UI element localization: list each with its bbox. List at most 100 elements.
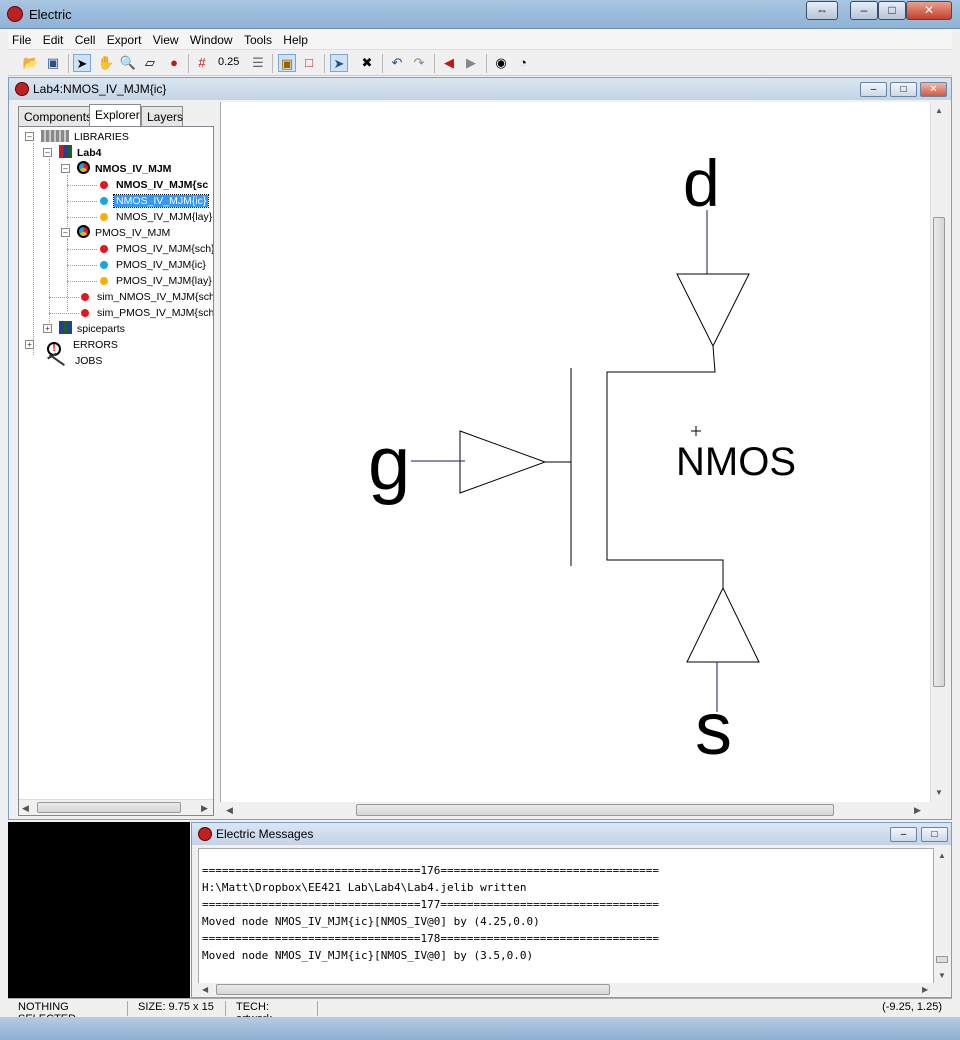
tab-components[interactable]: Components <box>18 106 92 126</box>
menu-cell[interactable]: Cell <box>74 33 96 47</box>
outline-mode-icon[interactable]: □ <box>305 55 313 70</box>
schematic-dot-icon <box>81 293 89 301</box>
tree-errors[interactable]: !ERRORS <box>47 337 118 356</box>
scroll-left-icon[interactable]: ◀ <box>226 805 233 815</box>
canvas-horizontal-scrollbar[interactable]: ◀ ▶ <box>220 802 930 818</box>
eye-closed-icon[interactable]: ◔ <box>519 55 527 70</box>
cell-maximize-button[interactable]: □ <box>890 82 917 97</box>
collapse-lab4[interactable]: – <box>43 148 52 157</box>
collapse-libraries[interactable]: – <box>25 132 34 141</box>
canvas-vertical-scrollbar[interactable]: ▲ ▼ <box>930 102 946 802</box>
scroll-right-icon[interactable]: ▶ <box>914 805 921 815</box>
expand-errors[interactable]: + <box>25 340 34 349</box>
tree-pmos-sch[interactable]: PMOS_IV_MJM{sch} <box>116 243 214 255</box>
tree-jobs[interactable]: JOBS <box>45 352 102 369</box>
toolbar: 📂 ▣ ➤ ✋ 🔍 ▱ ● # 0.25 ☰ ▣ □ ➤ ✖ ↶ ↷ ◀ ▶ ◉… <box>8 51 952 76</box>
message-line: H:\Matt\Dropbox\EE421 Lab\Lab4\Lab4.jeli… <box>202 881 527 894</box>
select-arrow-icon[interactable]: ➤ <box>73 54 91 72</box>
cell-window-titlebar: Lab4:NMOS_IV_MJM{ic} – □ ✕ <box>9 78 951 100</box>
tree-pmos-ic[interactable]: PMOS_IV_MJM{ic} <box>116 259 206 271</box>
messages-horizontal-scrollbar[interactable]: ◀ ▶ <box>198 983 934 997</box>
tree-lab4[interactable]: Lab4 <box>59 145 102 161</box>
status-coordinates: (-9.25, 1.25) <box>882 1001 942 1013</box>
tree-nmos-sch[interactable]: NMOS_IV_MJM{sc <box>116 179 209 191</box>
scroll-up-icon[interactable]: ▲ <box>935 106 943 115</box>
back-arrow-icon[interactable]: ◀ <box>444 55 454 70</box>
outline-edit-icon[interactable]: ▱ <box>145 55 155 70</box>
menu-window[interactable]: Window <box>189 33 233 47</box>
messages-vscroll-thumb[interactable] <box>936 956 948 963</box>
tree-nmos-group[interactable]: NMOS_IV_MJM <box>77 161 171 177</box>
minimize-button[interactable]: – <box>850 1 878 20</box>
schematic-canvas[interactable]: d g s NMOS ▲ ▼ <box>220 102 946 802</box>
canvas-vscroll-thumb[interactable] <box>933 217 945 687</box>
pan-hand-icon[interactable]: ✋ <box>97 55 115 70</box>
tab-explorer[interactable]: Explorer <box>89 104 141 126</box>
tree-nmos-ic[interactable]: NMOS_IV_MJM{ic} <box>112 194 210 208</box>
gate-label[interactable]: g <box>368 421 411 506</box>
messages-window: Electric Messages – □ ==================… <box>191 822 952 998</box>
expand-spiceparts[interactable]: + <box>43 324 52 333</box>
scroll-left-icon[interactable]: ◀ <box>202 985 209 994</box>
open-folder-icon[interactable]: 📂 <box>22 55 40 70</box>
grid-icon[interactable]: # <box>198 55 206 70</box>
scroll-down-icon[interactable]: ▼ <box>938 971 946 980</box>
maximize-button[interactable]: □ <box>878 1 906 20</box>
tree-horizontal-scrollbar[interactable]: ◀ ▶ <box>19 799 213 815</box>
messages-maximize-button[interactable]: □ <box>921 827 948 842</box>
restore-arrows-button[interactable]: ⇔ <box>806 1 838 20</box>
forward-arrow-icon[interactable]: ▶ <box>466 55 476 70</box>
channel-outline <box>606 345 724 588</box>
messages-text-area[interactable]: =================================176====… <box>198 848 934 985</box>
scroll-up-icon[interactable]: ▲ <box>938 851 946 860</box>
tree-pmos-group[interactable]: PMOS_IV_MJM <box>77 225 170 241</box>
close-button[interactable]: ✕ <box>906 1 952 20</box>
drain-arrow <box>676 273 750 348</box>
menu-view[interactable]: View <box>152 33 179 47</box>
toggle-tools-icon[interactable]: ✖ <box>361 55 373 70</box>
messages-hscroll-thumb[interactable] <box>216 984 610 995</box>
cell-minimize-button[interactable]: – <box>860 82 887 97</box>
eye-icon[interactable]: ◉ <box>495 55 507 70</box>
gate-arrow <box>459 430 547 494</box>
canvas-hscroll-thumb[interactable] <box>356 804 834 816</box>
collapse-pmos[interactable]: – <box>61 228 70 237</box>
messages-vertical-scrollbar[interactable]: ▲ ▼ <box>934 848 950 985</box>
tree-pmos-lay[interactable]: PMOS_IV_MJM{lay} <box>116 275 212 287</box>
scroll-right-icon[interactable]: ▶ <box>922 985 929 994</box>
measure-icon[interactable]: ● <box>170 55 178 70</box>
menu-edit[interactable]: Edit <box>42 33 64 47</box>
grid-decrease-icon[interactable]: ☰ <box>252 55 264 70</box>
redo-icon[interactable]: ↷ <box>413 55 425 70</box>
scroll-left-icon[interactable]: ◀ <box>22 803 29 813</box>
select-objects-icon[interactable]: ➤ <box>330 54 348 72</box>
menu-file[interactable]: File <box>12 33 32 47</box>
menu-export[interactable]: Export <box>106 33 142 47</box>
collapse-nmos[interactable]: – <box>61 164 70 173</box>
zoom-icon[interactable]: 🔍 <box>119 55 137 70</box>
messages-minimize-button[interactable]: – <box>890 827 917 842</box>
device-label[interactable]: NMOS <box>676 440 796 484</box>
scroll-down-icon[interactable]: ▼ <box>935 788 943 797</box>
scroll-right-icon[interactable]: ▶ <box>201 803 208 813</box>
tree-libraries[interactable]: LIBRARIES <box>41 129 129 145</box>
undo-icon[interactable]: ↶ <box>391 55 403 70</box>
tree-spiceparts[interactable]: spiceparts <box>59 321 125 337</box>
tree-sim-nmos[interactable]: sim_NMOS_IV_MJM{sch <box>97 291 214 303</box>
tree-hscroll-thumb[interactable] <box>37 802 181 813</box>
menu-help[interactable]: Help <box>283 33 308 47</box>
window-bottom-border <box>0 1017 960 1040</box>
save-icon[interactable]: ▣ <box>46 55 60 70</box>
message-line: =================================178====… <box>202 932 659 945</box>
tree-nmos-lay[interactable]: NMOS_IV_MJM{lay} <box>116 211 213 223</box>
tab-layers[interactable]: Layers <box>141 106 183 126</box>
libraries-icon <box>41 130 69 142</box>
full-mode-icon[interactable]: ▣ <box>278 54 296 72</box>
drain-label[interactable]: d <box>683 146 720 220</box>
status-bar: NOTHING SELECTED SIZE: 9.75 x 15 TECH: a… <box>8 998 952 1025</box>
cell-close-button[interactable]: ✕ <box>920 82 947 97</box>
messages-title: Electric Messages <box>216 827 314 841</box>
menu-tools[interactable]: Tools <box>243 33 272 47</box>
source-label[interactable]: s <box>695 687 732 770</box>
tree-sim-pmos[interactable]: sim_PMOS_IV_MJM{sch <box>97 307 214 319</box>
